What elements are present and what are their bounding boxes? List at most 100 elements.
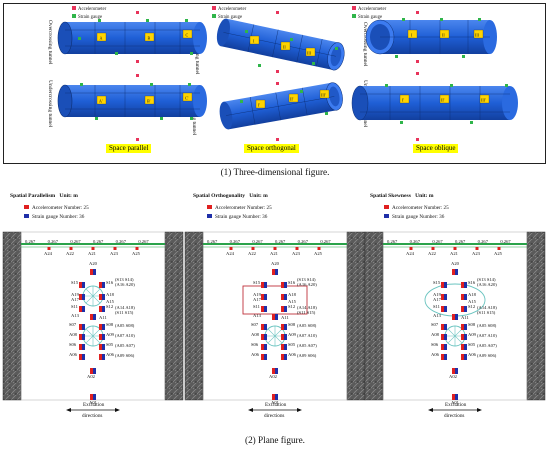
sensor-upper-left-strain — [444, 282, 447, 288]
mark-label: B — [148, 36, 151, 41]
mark-label: II' — [290, 97, 294, 102]
unit-label: Unit: m — [415, 193, 434, 199]
sensor-lower-left-accelerometer — [79, 344, 82, 350]
legend-strain-label: Strain gauge — [218, 15, 243, 20]
sensor-bottom-strain — [93, 394, 96, 400]
upper-tunnel-oblique — [424, 283, 486, 317]
surface-accelerometer — [409, 247, 413, 250]
sensor-bottom-accelerometer — [452, 394, 455, 400]
sensor-upper-left-accelerometer — [79, 282, 82, 288]
sensor-lower-single-accelerometer — [90, 368, 93, 374]
sensor-lower-right-strain — [284, 334, 287, 340]
strain-square-icon — [384, 213, 389, 218]
accelerometer-legend-icon — [352, 6, 356, 10]
sensor-lower-right-strain — [284, 354, 287, 360]
sensor-upper-left-accelerometer — [441, 306, 444, 312]
sensor-upper-right-accelerometer — [99, 282, 102, 288]
mark-label: III' — [321, 93, 326, 98]
sensor-lower-single-accelerometer — [272, 368, 275, 374]
legend-group-1: Accelerometer Strain gauge — [72, 6, 106, 20]
sensor-lower-right-accelerometer — [99, 344, 102, 350]
mark-label: C' — [185, 96, 189, 101]
surface-accelerometer — [91, 247, 95, 250]
accelerometer-count: Accelerometer Number: 25 — [32, 204, 89, 211]
legend-accelerometer-label: Accelerometer — [78, 7, 107, 12]
mark-label: A — [100, 36, 103, 41]
mark-label: I' — [258, 103, 260, 108]
tunnel-spoke — [267, 328, 283, 344]
sensor-upper-right-strain — [102, 294, 105, 300]
excitation-arrow-right-icon — [115, 408, 120, 412]
sensor-lower-right-accelerometer — [99, 354, 102, 360]
mark-label: I' — [402, 98, 404, 103]
sensor-upper-left-accelerometer — [79, 294, 82, 300]
panel-title: Spatial Orthogonality — [193, 193, 246, 199]
surface-accelerometer — [113, 247, 117, 250]
parallel-over-tunnel — [57, 21, 207, 55]
sensor-lower-right-strain — [102, 354, 105, 360]
sensor-upper-right-strain — [284, 282, 287, 288]
sensor-upper-left-strain — [264, 306, 267, 312]
sensor-markers — [78, 11, 508, 141]
sensor-upper-right-accelerometer — [99, 294, 102, 300]
sensor-lower-left-accelerometer — [79, 334, 82, 340]
case-title-oblique: Space oblique — [413, 144, 459, 153]
plane-panel-header-3: Spatial Skewness Unit: m Accelerometer N… — [370, 193, 449, 220]
case-title-orthogonal: Space orthogonal — [244, 144, 299, 153]
section-marks — [96, 29, 490, 109]
excitation-arrow-left-icon — [428, 408, 433, 412]
sensor-upper-left-strain — [444, 294, 447, 300]
mark-label: II — [283, 45, 286, 50]
caption-plane: (2) Plane figure. — [245, 435, 305, 445]
mark-label: III — [307, 51, 312, 56]
mark-label: II — [442, 33, 445, 38]
sensor-lower-right-strain — [284, 344, 287, 350]
sensor-lower-right-accelerometer — [461, 324, 464, 330]
strain-legend-icon — [72, 14, 76, 18]
rock-wall-right — [346, 231, 366, 401]
sensor-upper-right-strain — [464, 306, 467, 312]
sensor-upper-right-accelerometer — [461, 282, 464, 288]
sensor-bottom-strain — [455, 394, 458, 400]
tunnel-spoke — [85, 288, 101, 304]
mark-label: I — [253, 39, 255, 44]
sensor-lower-right-strain — [102, 334, 105, 340]
sensor-lower-right-accelerometer — [461, 334, 464, 340]
sensor-upper-left-strain — [82, 294, 85, 300]
upper-tunnel-longitudinal — [242, 285, 308, 315]
sensor-top-strain — [93, 269, 96, 275]
accelerometer-square-icon — [384, 204, 389, 209]
sensor-lower-right-accelerometer — [281, 354, 284, 360]
sensor-top-accelerometer — [452, 269, 455, 275]
sensor-lower-left-accelerometer — [261, 354, 264, 360]
sensor-upper-left-accelerometer — [261, 294, 264, 300]
mark-label: III — [475, 33, 480, 38]
sensor-lower-left-strain — [444, 354, 447, 360]
sensor-upper-right-accelerometer — [281, 306, 284, 312]
strain-count: Strain gauge Number: 36 — [392, 213, 445, 220]
sensor-top-accelerometer — [272, 269, 275, 275]
mark-label: III' — [481, 98, 486, 103]
strain-count: Strain gauge Number: 36 — [32, 213, 85, 220]
sensor-lower-right-strain — [464, 324, 467, 330]
sensor-upper-right-strain — [464, 294, 467, 300]
plane-panel-header-1: Spatial Parallelism Unit: m Acceleromete… — [10, 193, 89, 220]
sensor-lower-left-strain — [444, 344, 447, 350]
sensor-upper-right-accelerometer — [461, 306, 464, 312]
sensor-lower-single-accelerometer — [452, 368, 455, 374]
plane-panel-header-2: Spatial Orthogonality Unit: m Accelerome… — [193, 193, 272, 220]
strain-legend-icon — [352, 14, 356, 18]
accelerometer-count: Accelerometer Number: 25 — [215, 204, 272, 211]
sensor-lower-right-accelerometer — [281, 344, 284, 350]
accelerometer-count: Accelerometer Number: 25 — [392, 204, 449, 211]
sensor-top-strain — [275, 269, 278, 275]
sensor-upper-left-accelerometer — [441, 294, 444, 300]
sensor-lower-left-accelerometer — [261, 334, 264, 340]
excitation-arrow-right-icon — [477, 408, 482, 412]
excitation-arrow-left-icon — [248, 408, 253, 412]
sensor-lower-left-strain — [82, 354, 85, 360]
surface-accelerometer — [453, 247, 457, 250]
sensor-lower-right-accelerometer — [281, 334, 284, 340]
mark-label: C — [186, 33, 189, 38]
sensor-lower-left-accelerometer — [441, 324, 444, 330]
